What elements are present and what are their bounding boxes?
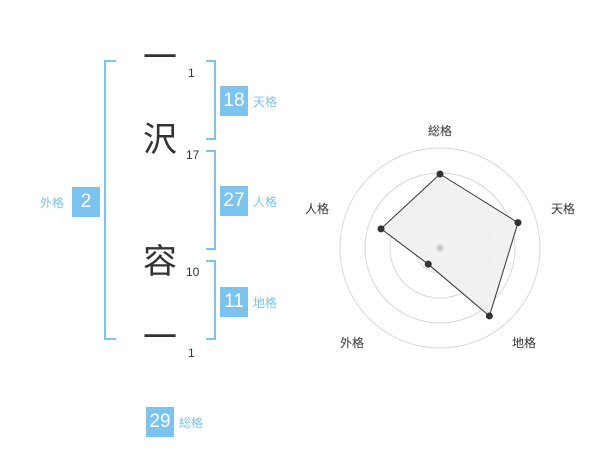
name-char-4: 一	[143, 318, 177, 358]
soukaku-badge: 29	[146, 407, 174, 437]
jinkaku-label: 人格	[253, 195, 278, 209]
gaikaku-label: 外格	[40, 196, 65, 210]
stroke-count-4: 1	[188, 346, 195, 360]
jinkaku-badge: 27	[220, 186, 248, 216]
radar-point-0	[436, 170, 444, 178]
radar-point-1	[514, 219, 522, 227]
name-char-3: 容	[143, 242, 177, 282]
stroke-count-1: 1	[188, 66, 195, 80]
radar-point-4	[377, 225, 385, 233]
gaikaku-badge: 2	[72, 187, 100, 217]
tenkaku-badge: 18	[220, 86, 248, 116]
chikaku-label: 地格	[253, 296, 278, 310]
radar-ring-4	[339, 147, 541, 349]
name-char-2: 沢	[143, 120, 177, 160]
radar-axis-label-4: 人格	[305, 202, 330, 216]
radar-center-dot	[436, 244, 444, 252]
radar-point-2	[485, 312, 493, 320]
tenkaku-label: 天格	[253, 95, 278, 109]
name-char-1: 一	[143, 38, 177, 78]
stroke-count-2: 17	[186, 148, 200, 162]
radar-point-3	[424, 260, 432, 268]
radar-axis-label-1: 天格	[551, 202, 576, 216]
chikaku-badge: 11	[220, 287, 248, 317]
soukaku-label: 総格	[179, 416, 204, 430]
radar-axis-label-2: 地格	[512, 336, 537, 350]
stroke-count-3: 10	[186, 265, 200, 279]
radar-value-polygon	[380, 173, 519, 317]
radar-axis-label-0: 総格	[428, 124, 453, 138]
radar-axis-label-3: 外格	[340, 336, 365, 350]
